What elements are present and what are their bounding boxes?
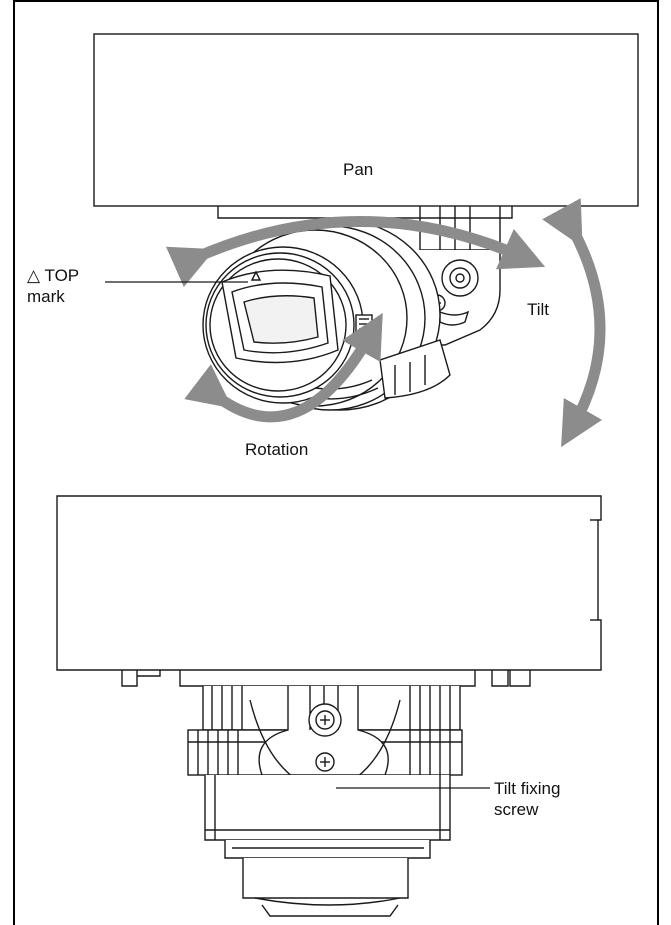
rotation-arrow [184,312,383,423]
figure-frame [13,0,659,925]
tilt-fixing-label-line2: screw [494,800,539,819]
top-mark-label-line1: △ TOP [27,266,80,285]
mount-box-top [93,33,639,207]
mount-box-bottom [56,495,602,671]
top-mark-label-line2: mark [27,287,65,306]
bottom-camera-figure [56,495,602,917]
tilt-label: Tilt [527,300,550,319]
pan-label: Pan [343,160,374,179]
motion-arrows [165,198,606,448]
tilt-arrow [542,198,606,448]
tilt-fixing-label-line1: Tilt fixing [494,779,561,798]
rotation-label: Rotation [245,440,309,459]
pan-arrow [165,216,546,288]
